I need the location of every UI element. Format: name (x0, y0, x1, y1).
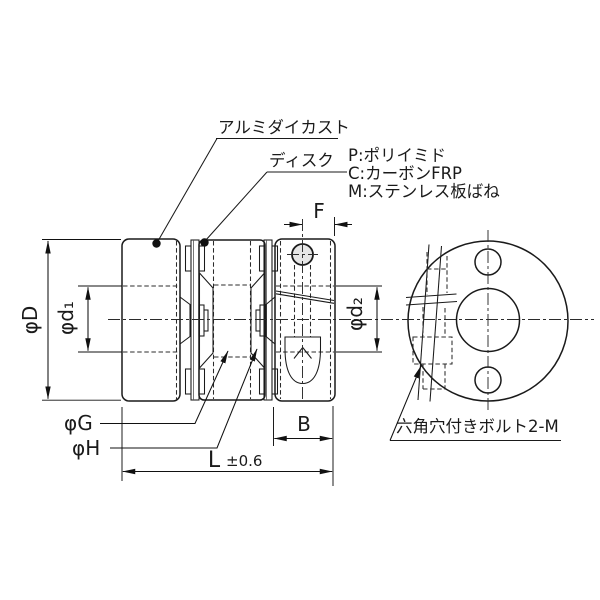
spacer-relief-slot-left (198, 271, 214, 370)
dim-phi-g: φG (64, 350, 229, 435)
side-view (121, 238, 336, 402)
material-option-m: M:ステンレス板ばね (348, 182, 500, 201)
dim-b: B (273, 406, 334, 486)
dimensions: φD φd₁ φd₂ F B (18, 199, 382, 486)
disc-left (190, 239, 200, 401)
dim-phi-d2: φd₂ (336, 285, 382, 353)
callouts: アルミダイカスト ディスク P:ポリイミド C:カーボンFRP M:ステンレス板… (152, 118, 561, 442)
right-hub (265, 238, 336, 402)
bushing (258, 245, 266, 272)
left-hub (121, 238, 191, 402)
material-option-p: P:ポリイミド (348, 146, 446, 165)
right-hub-boss (265, 295, 276, 346)
bushing (198, 368, 206, 395)
center-bolt-boss-right-inner (255, 309, 261, 332)
callout-disc: ディスク (200, 150, 347, 247)
hidden-bolt-outline (412, 252, 453, 390)
dim-phi-h: φH (72, 348, 258, 460)
spacer-relief-slot-right (250, 271, 266, 370)
callout-disc-label: ディスク (269, 150, 334, 170)
disc-pack (184, 239, 279, 401)
dim-label-phi-h: φH (72, 436, 100, 460)
dim-label-phi-d: φD (18, 306, 42, 335)
disc-right (263, 239, 273, 401)
callout-hex-bolt-label: 六角穴付きボルト2-M (396, 417, 559, 436)
callout-leader (157, 138, 218, 242)
dim-label-phi-d2: φd₂ (343, 297, 367, 331)
dim-label-f: F (313, 199, 325, 223)
dim-label-phi-d1: φd₁ (54, 301, 78, 335)
left-hub-boss (179, 295, 191, 346)
dim-label-l: L (208, 448, 221, 473)
disc-material-list: P:ポリイミド C:カーボンFRP M:ステンレス板ばね (348, 146, 500, 201)
dim-f: F (284, 199, 352, 236)
left-hub-body (121, 238, 181, 402)
dim-l: L ±0.6 (121, 407, 333, 481)
end-view (405, 230, 569, 412)
dim-label-l-tolerance: ±0.6 (226, 452, 262, 470)
clamp-bolt-cone-lines (293, 347, 312, 359)
leader-dot (200, 238, 209, 247)
slit-line-lower (405, 300, 458, 306)
dim-phi-d: φD (18, 239, 121, 401)
leader-line (100, 350, 229, 425)
clamp-cut-edge-line2 (429, 245, 443, 402)
callout-aluminum-label: アルミダイカスト (218, 118, 350, 137)
center-spacer (198, 239, 266, 401)
leader-dot (152, 239, 161, 248)
callout-leader-arrow (389, 365, 422, 441)
center-bolt-boss-left-inner (203, 309, 209, 332)
clamp-slit-line-upper (275, 290, 335, 302)
dim-label-phi-g: φG (64, 411, 93, 435)
dim-phi-d1: φd₁ (54, 285, 122, 353)
bushing (184, 368, 192, 395)
material-option-c: C:カーボンFRP (348, 164, 462, 183)
clamp-slit-line-lower (275, 293, 335, 304)
leader-line (110, 348, 258, 449)
centerlines (108, 219, 594, 399)
hex-socket-hidden-rect (412, 336, 453, 365)
callout-leader (205, 171, 268, 241)
callout-hex-bolt: 六角穴付きボルト2-M (389, 365, 561, 442)
bushing (198, 245, 206, 272)
callout-aluminum-die-cast: アルミダイカスト (152, 118, 350, 248)
bushing (184, 245, 192, 272)
slit-line-upper (405, 293, 457, 299)
dim-label-b: B (297, 412, 311, 436)
bushing (258, 368, 266, 395)
